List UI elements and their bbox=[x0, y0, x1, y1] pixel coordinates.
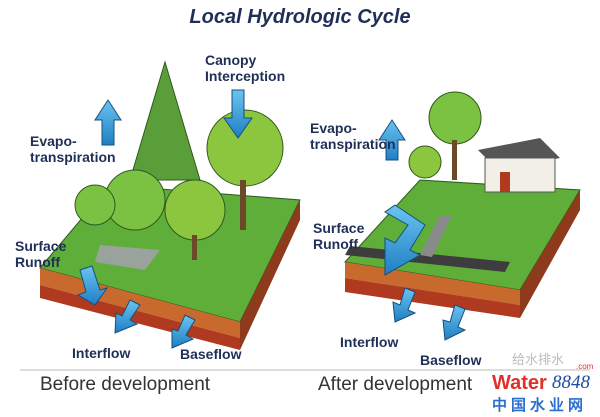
before-baseflow-label: Baseflow bbox=[180, 346, 242, 362]
evapotranspiration-arrow bbox=[378, 119, 406, 161]
before-evapotranspiration-label: Evapo- transpiration bbox=[30, 133, 116, 165]
after-evapotranspiration-label: Evapo- transpiration bbox=[310, 120, 396, 152]
before-development-caption: Before development bbox=[40, 374, 211, 395]
after-surface-runoff-label: Surface Runoff bbox=[313, 220, 365, 252]
water-arrows-after bbox=[378, 119, 467, 341]
surface-runoff-arrow bbox=[76, 265, 109, 306]
watermark-brand: Water bbox=[492, 372, 547, 394]
baseflow-arrow bbox=[442, 304, 467, 341]
watermark-cn-bottom: 中国水业网 bbox=[492, 397, 588, 414]
watermark-cn-top: 给水排水 bbox=[512, 352, 565, 367]
watermark-tld: .com bbox=[576, 362, 594, 371]
interflow-arrow bbox=[114, 299, 141, 334]
canopy-interception-label: Canopy Interception bbox=[205, 52, 286, 84]
before-interflow-label: Interflow bbox=[72, 345, 131, 361]
surface-runoff-arrow bbox=[384, 204, 426, 276]
interflow-arrow bbox=[392, 287, 417, 323]
after-interflow-label: Interflow bbox=[340, 334, 399, 350]
baseflow-arrow bbox=[171, 314, 196, 349]
trees bbox=[74, 60, 284, 260]
before-surface-runoff-label: Surface Runoff bbox=[15, 238, 67, 270]
evapotranspiration-arrow bbox=[94, 99, 122, 146]
diagram-title: Local Hydrologic Cycle bbox=[189, 6, 411, 28]
after-development-caption: After development bbox=[318, 374, 473, 395]
water-arrows-before bbox=[76, 89, 253, 349]
watermark-number: 8848 bbox=[552, 372, 590, 393]
after-baseflow-label: Baseflow bbox=[420, 352, 482, 368]
canopy-interception-arrow bbox=[223, 89, 253, 139]
